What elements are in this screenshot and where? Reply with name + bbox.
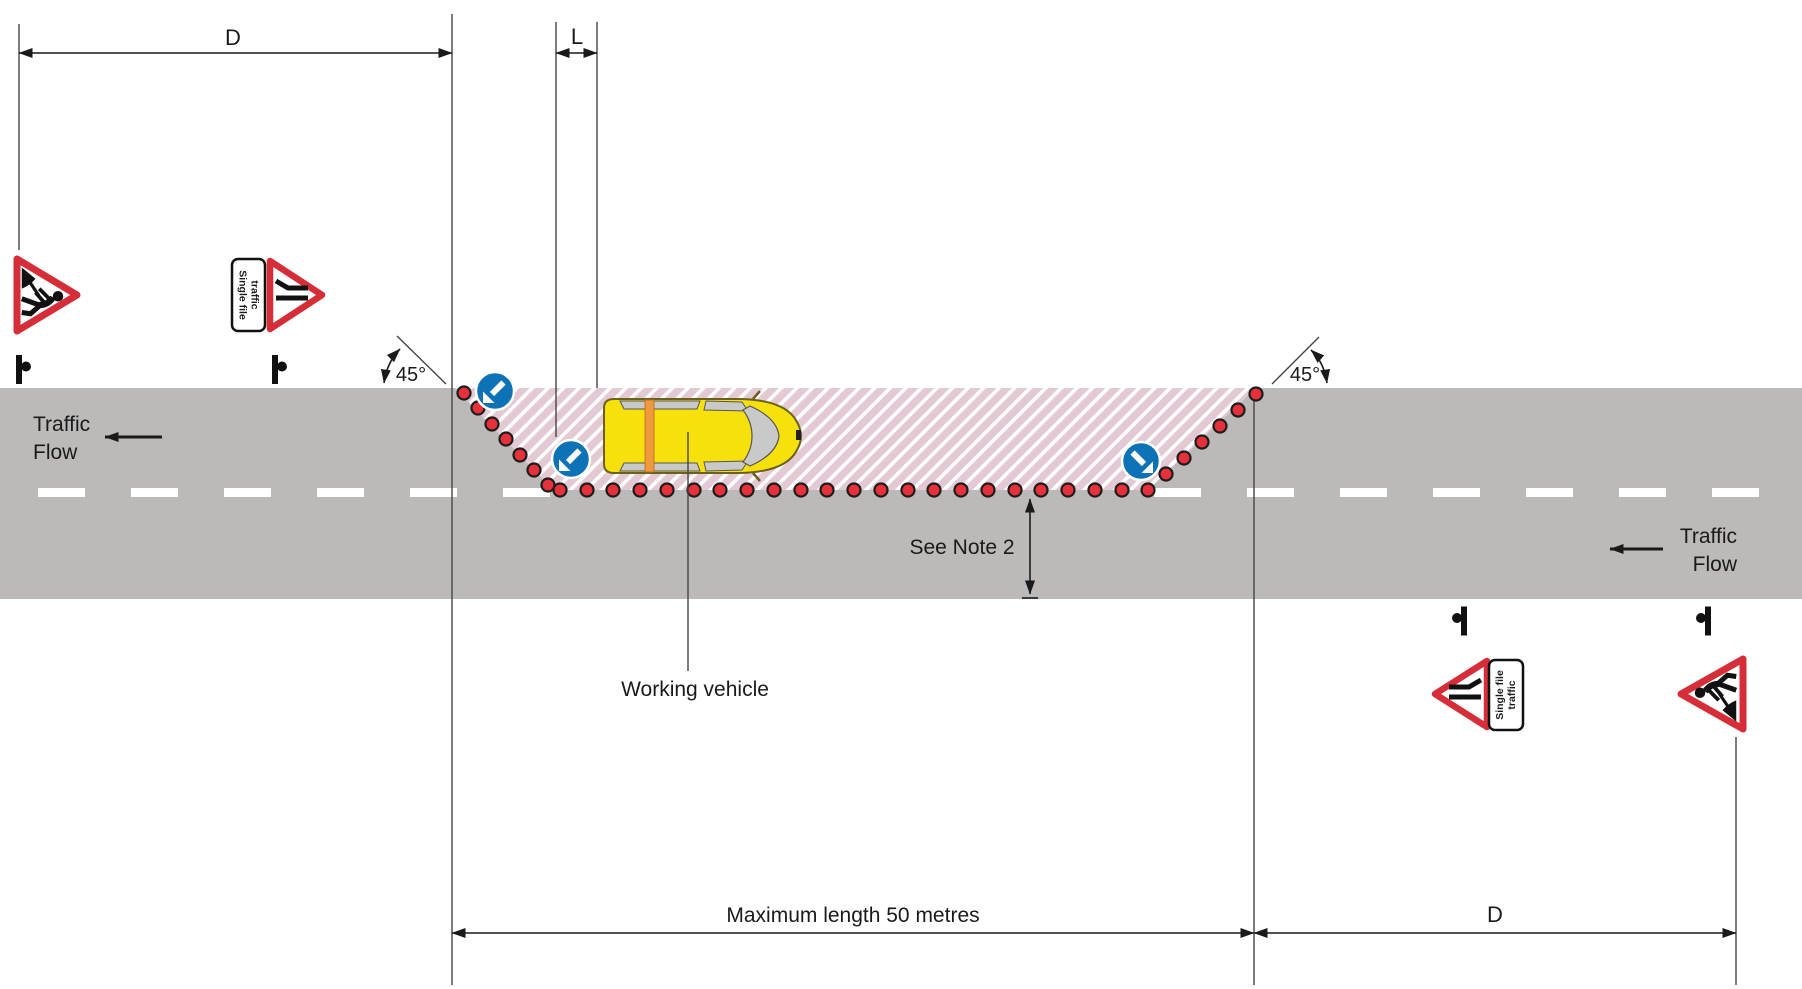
construction-lines [18, 14, 1737, 985]
angle-label-right: 45° [1290, 364, 1320, 386]
mirror-bottom [752, 472, 761, 482]
dim-top-l-label: L [571, 24, 583, 49]
keep-left-sign-icon [552, 440, 590, 478]
road-narrows-icon [274, 278, 308, 291]
plate-line: Single file [1494, 670, 1506, 720]
roadworks-sign-right [1677, 655, 1747, 733]
sign-post-icon [1696, 606, 1711, 636]
roof-beam [644, 399, 655, 473]
taper-angle-line-right [1271, 336, 1320, 385]
plate-line: traffic [1506, 680, 1518, 709]
dim-top-d-label: D [225, 25, 241, 50]
dimension-lines [18, 48, 1737, 938]
see-note-label: See Note 2 [909, 536, 1014, 559]
mirror-top [752, 390, 761, 400]
road-narrows-sign-right [1431, 657, 1491, 731]
sign-post-icon [16, 355, 31, 384]
working-vehicle-icon [603, 390, 803, 482]
windshield [742, 405, 780, 467]
roadworks-sign-left [13, 255, 81, 335]
traffic-flow-left-line1: Traffic [33, 413, 90, 436]
max-length-label: Maximum length 50 metres [726, 904, 979, 927]
working-vehicle-label: Working vehicle [621, 678, 769, 701]
keep-right-sign-icon [1122, 442, 1160, 480]
angle-arc-left [380, 348, 401, 384]
front-badge [796, 430, 801, 440]
road-narrows-icon [1449, 677, 1483, 690]
single-file-plate-left: traffic Single file [230, 257, 267, 333]
angle-arc-right [1310, 349, 1331, 384]
taper-angle-line-left [396, 335, 447, 385]
traffic-flow-left-line2: Flow [33, 441, 78, 464]
sign-post-icon [272, 355, 287, 384]
traffic-flow-right-line1: Traffic [1680, 525, 1737, 548]
plate-line: Single file [237, 270, 249, 320]
road-narrows-sign-left [266, 257, 326, 333]
sign-post-icon [1452, 606, 1467, 636]
dim-bottom-d-label: D [1487, 902, 1503, 927]
angle-label-left: 45° [396, 364, 426, 386]
traffic-cones [456, 385, 1264, 498]
plate-line: traffic [249, 280, 261, 309]
traffic-flow-right-line2: Flow [1693, 553, 1738, 576]
keep-left-sign-icon [476, 372, 514, 410]
single-file-plate-right: Single file traffic [1487, 658, 1525, 732]
